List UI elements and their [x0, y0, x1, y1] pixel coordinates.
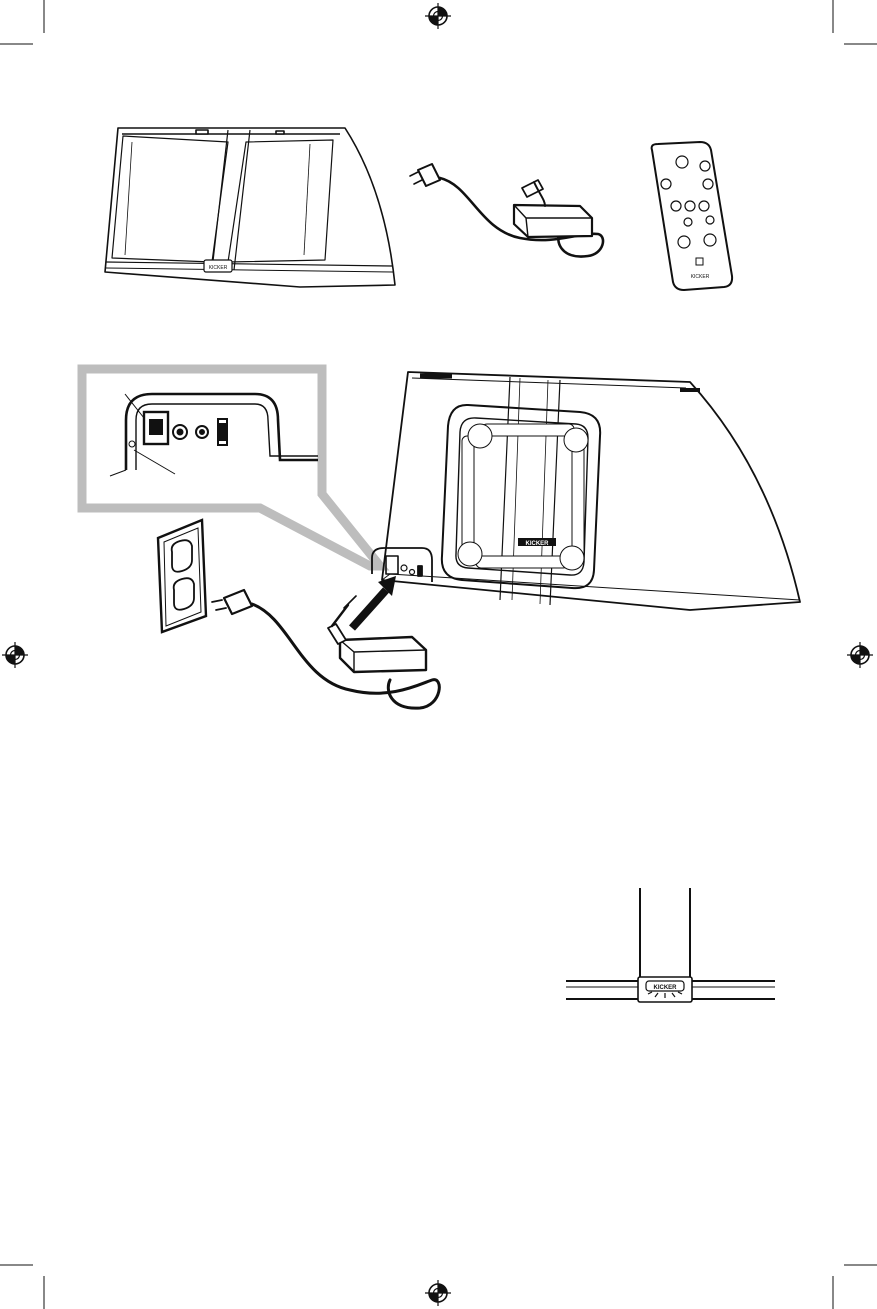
speaker-front-illustration: KICKER — [105, 128, 395, 287]
remote-control-icon: KICKER — [652, 142, 733, 290]
power-adapter-icon — [340, 637, 426, 672]
front-logo: KICKER — [209, 265, 228, 271]
power-adapter-bottom — [212, 590, 439, 708]
registration-mark-icon — [847, 642, 873, 668]
dock-logo: KICKER — [525, 541, 549, 547]
indicator-logo: KICKER — [653, 985, 677, 991]
arrow-icon — [352, 576, 396, 628]
indicator-detail: KICKER — [566, 888, 775, 1002]
power-plug-icon — [418, 164, 440, 186]
power-adapter-top — [410, 164, 603, 257]
speaker-back-illustration: KICKER — [372, 372, 800, 610]
registration-mark-icon — [2, 642, 28, 668]
registration-mark-icon — [425, 1280, 451, 1306]
power-plug-icon — [224, 590, 252, 614]
remote-brand: KICKER — [691, 274, 710, 280]
registration-mark-icon — [425, 3, 451, 29]
zoomed-back-panel — [110, 394, 318, 476]
power-outlet-icon — [158, 520, 206, 632]
